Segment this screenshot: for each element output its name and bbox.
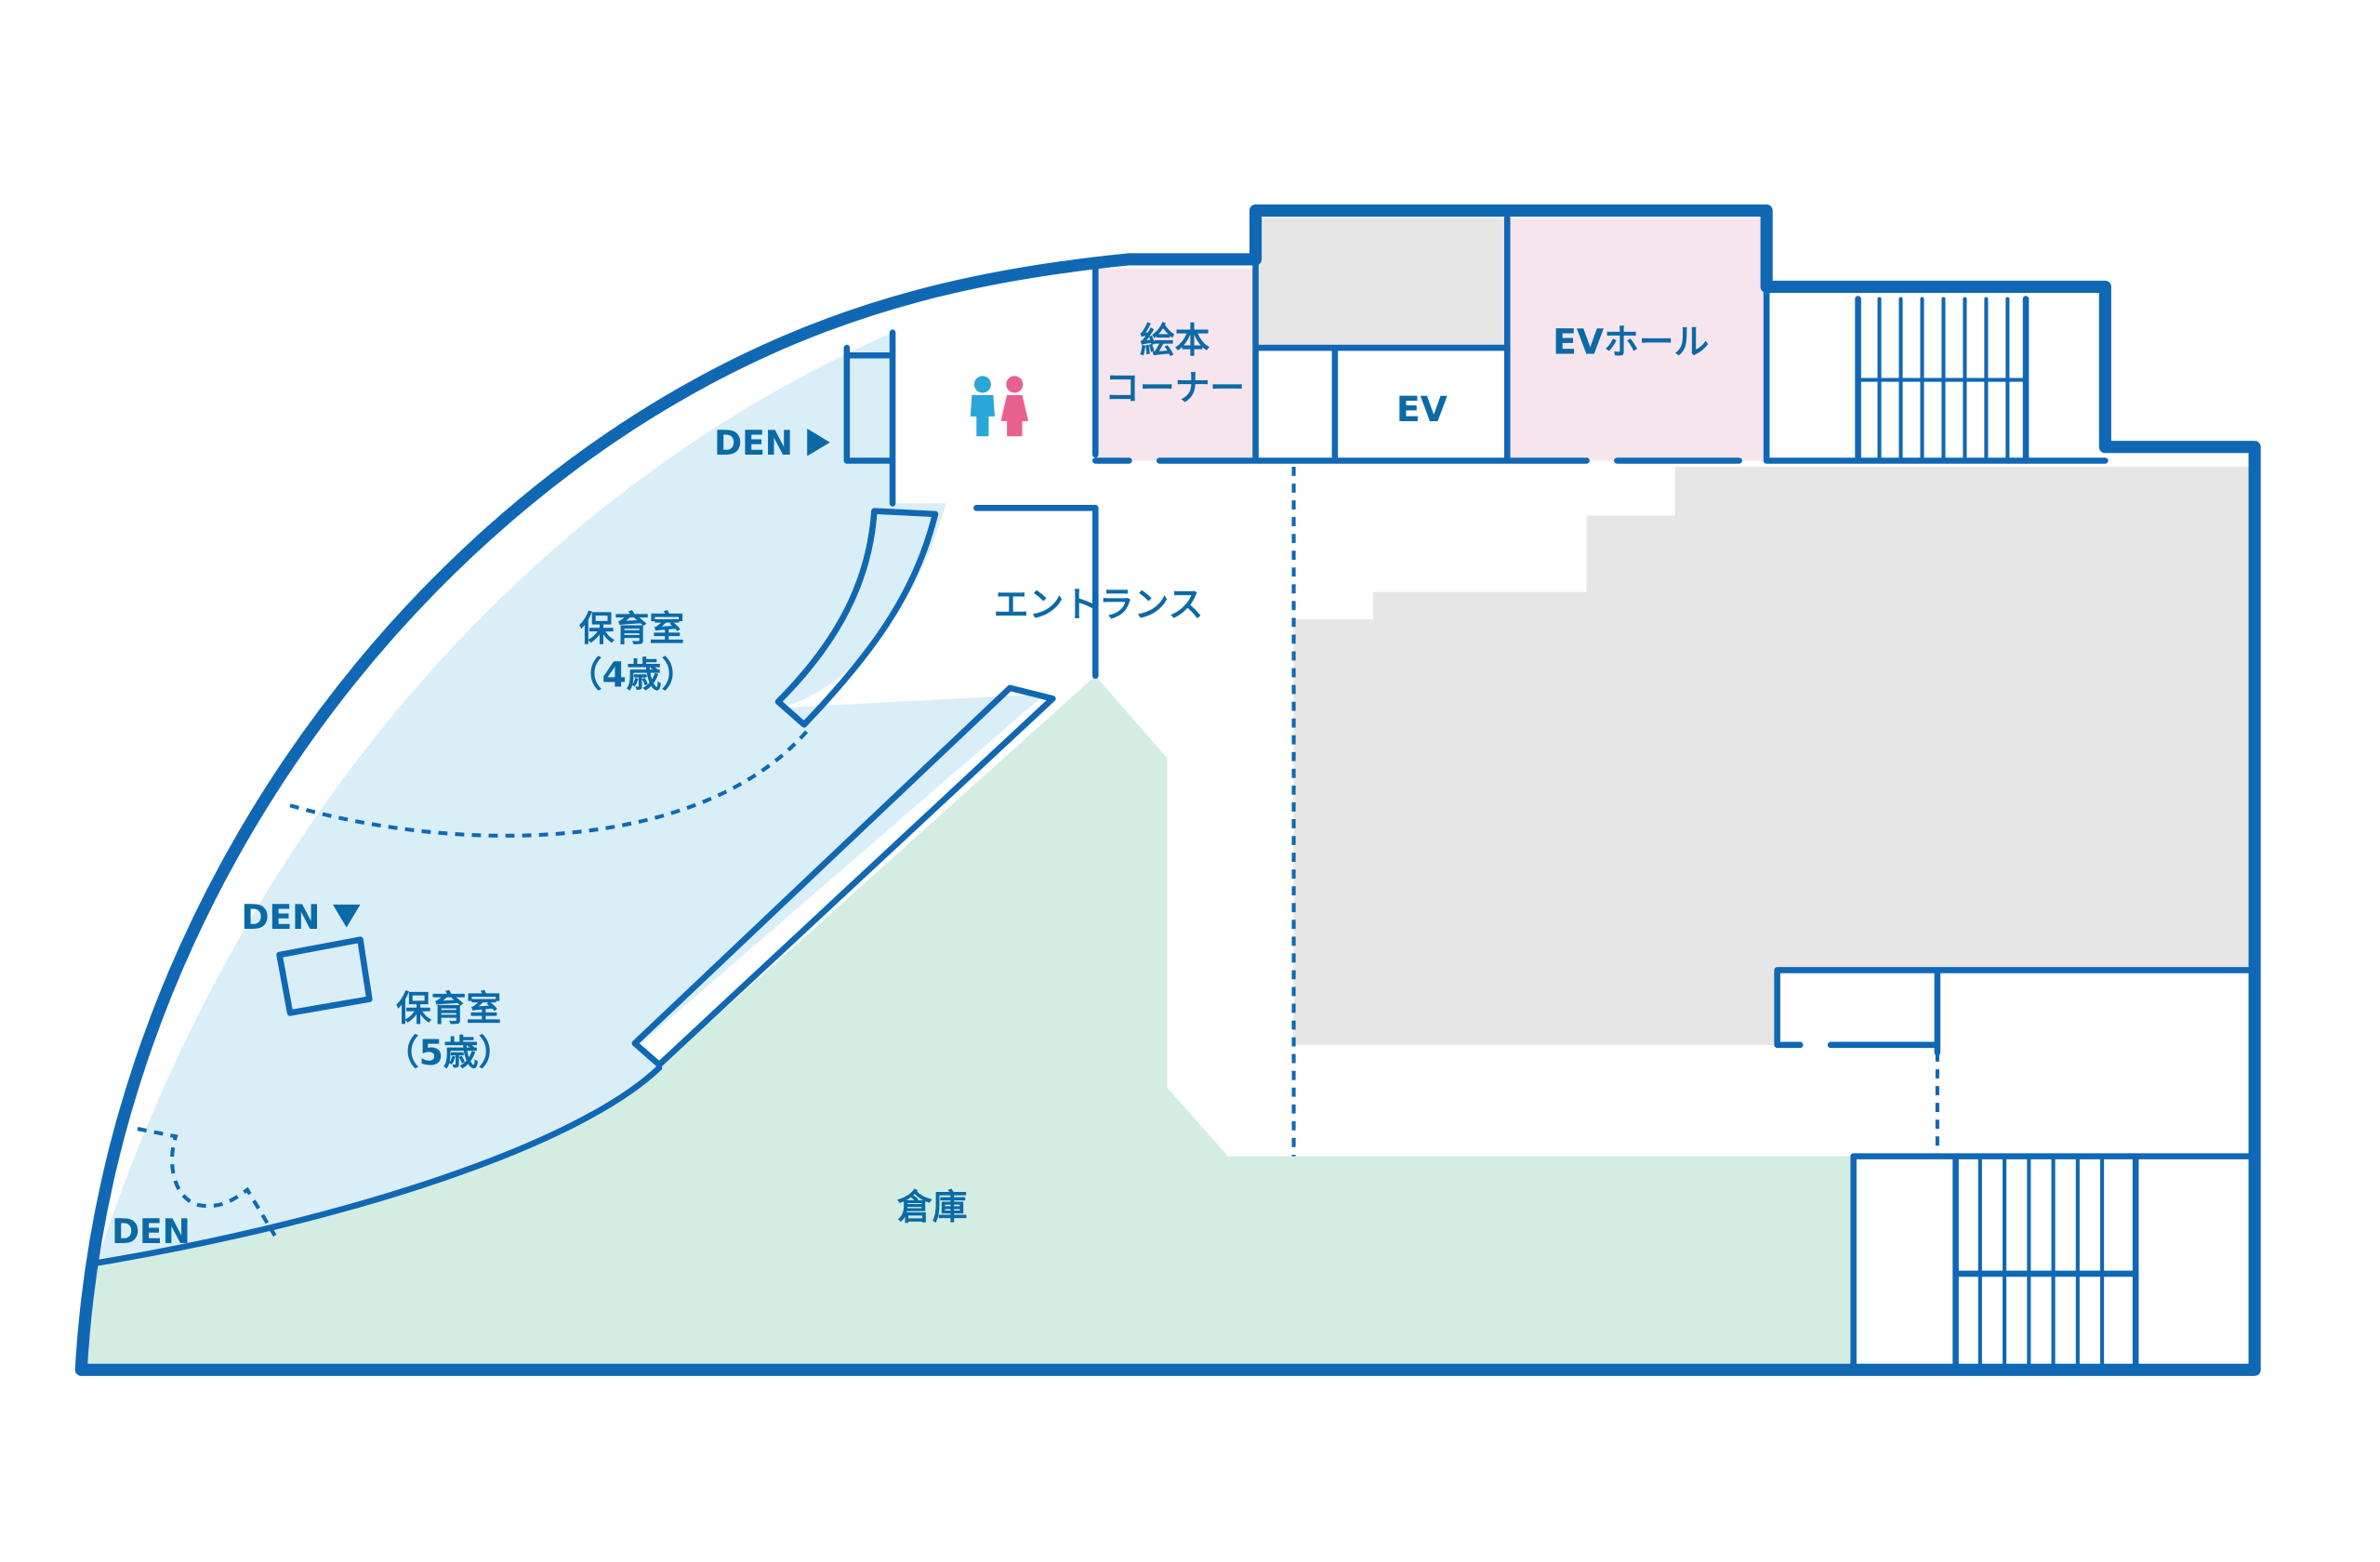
furniture-box xyxy=(276,936,373,1016)
triangle-down-icon xyxy=(332,904,361,928)
outer-wall xyxy=(74,204,2261,1376)
wall xyxy=(1774,967,2254,1373)
storage-area xyxy=(81,675,1854,1370)
entrance-label: エントランス xyxy=(994,584,1204,625)
wall xyxy=(93,1065,663,1266)
restroom-icon xyxy=(970,376,1029,437)
nursery-area xyxy=(96,332,1046,1264)
wall xyxy=(843,329,896,507)
nursery-4-label-2: （4歳） xyxy=(567,654,696,695)
nursery-5-label-1: 保育室 xyxy=(396,988,501,1029)
machine-room-area xyxy=(1255,218,1508,345)
picture-book-corner-label-1: 絵本 xyxy=(1140,320,1210,361)
storage-label: 倉庫 xyxy=(896,1186,967,1227)
triangle-right-icon xyxy=(807,429,830,457)
upper-staircase xyxy=(1855,296,2030,464)
den-marker-lower: DEN xyxy=(112,1212,191,1251)
curved-partition xyxy=(774,508,939,728)
ev-hall-label: EVホール xyxy=(1553,322,1709,363)
ev-hall-area xyxy=(1507,218,1767,461)
nursery-4-label-1: 保育室 xyxy=(579,608,684,649)
unused-area xyxy=(1293,467,2251,1045)
diagonal-partition xyxy=(631,684,1056,1068)
den-marker-middle: DEN xyxy=(242,898,321,937)
wall xyxy=(973,265,1099,680)
wall xyxy=(1092,215,2109,464)
den-marker-upper: DEN xyxy=(714,424,793,463)
lower-staircase xyxy=(1952,1153,2139,1373)
dotted-boundary xyxy=(137,1127,277,1237)
nursery-5-label-2: （5歳） xyxy=(384,1032,513,1073)
ev-label: EV xyxy=(1396,389,1448,430)
picture-book-corner-area xyxy=(1095,268,1256,461)
picture-book-corner-label-2: コーナー xyxy=(1104,367,1245,408)
